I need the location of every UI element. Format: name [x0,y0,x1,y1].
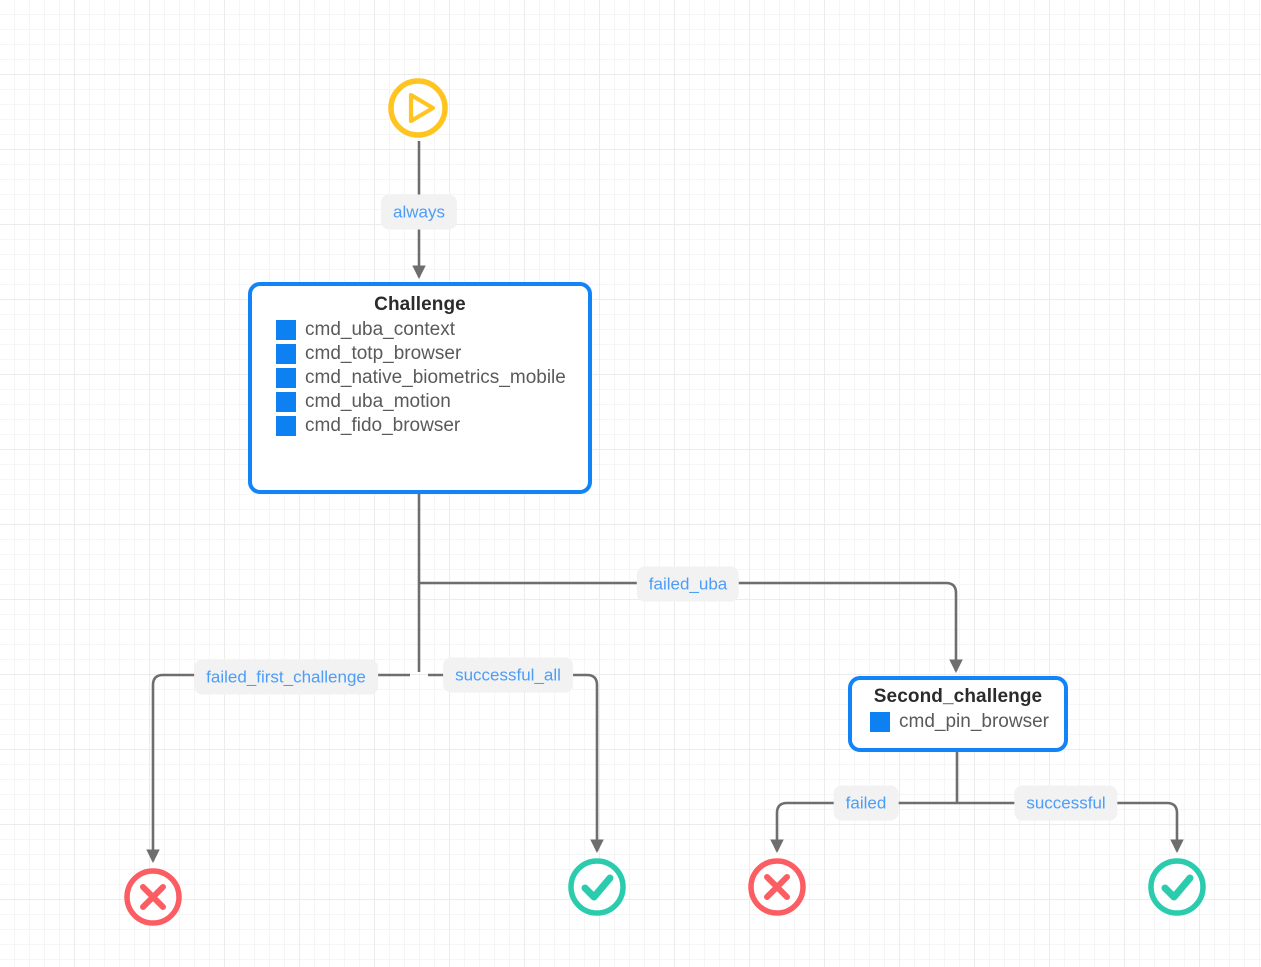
edge-label-failed[interactable]: failed [833,785,899,821]
command-swatch-icon [276,368,296,388]
command-swatch-icon [870,712,890,732]
node-challenge-title: Challenge [374,294,466,315]
play-circle-icon [388,78,448,138]
x-circle-icon [124,868,182,926]
terminal-successful-all[interactable] [566,856,628,918]
node-second-challenge[interactable]: Second_challenge cmd_pin_browser [848,676,1068,752]
node-second-challenge-item-row[interactable]: cmd_pin_browser [870,712,1052,732]
node-challenge-item-row[interactable]: cmd_uba_context [276,320,574,340]
command-swatch-icon [276,392,296,412]
node-challenge-item-row[interactable]: cmd_totp_browser [276,344,574,364]
check-circle-icon [568,858,626,916]
node-challenge-item-label: cmd_fido_browser [305,415,461,437]
command-swatch-icon [276,344,296,364]
terminal-failed-second-challenge[interactable] [746,856,808,918]
node-challenge-item-label: cmd_uba_context [305,319,455,341]
node-second-challenge-item-label: cmd_pin_browser [899,711,1049,733]
node-challenge[interactable]: Challenge cmd_uba_context cmd_totp_brows… [248,282,592,494]
command-swatch-icon [276,320,296,340]
start-node[interactable] [386,76,450,140]
node-challenge-item-label: cmd_native_biometrics_mobile [305,367,566,389]
node-challenge-item-row[interactable]: cmd_native_biometrics_mobile [276,368,574,388]
edge-label-failed-uba[interactable]: failed_uba [636,566,740,602]
check-circle-icon [1148,858,1206,916]
command-swatch-icon [276,416,296,436]
x-circle-icon [748,858,806,916]
edge-label-always[interactable]: always [381,194,457,230]
terminal-failed-first-challenge[interactable] [122,866,184,928]
node-challenge-item-row[interactable]: cmd_fido_browser [276,416,574,436]
edge-label-failed-first-challenge[interactable]: failed_first_challenge [194,659,378,695]
terminal-successful-second-challenge[interactable] [1146,856,1208,918]
node-challenge-item-label: cmd_totp_browser [305,343,462,365]
edge-label-successful-all[interactable]: successful_all [443,657,573,693]
edge-label-successful[interactable]: successful [1014,785,1118,821]
edge-successful-all-path [428,673,604,854]
node-challenge-item-label: cmd_uba_motion [305,391,451,413]
node-challenge-item-row[interactable]: cmd_uba_motion [276,392,574,412]
edge-failed-first-path [146,673,411,864]
node-second-challenge-title: Second_challenge [873,686,1043,707]
